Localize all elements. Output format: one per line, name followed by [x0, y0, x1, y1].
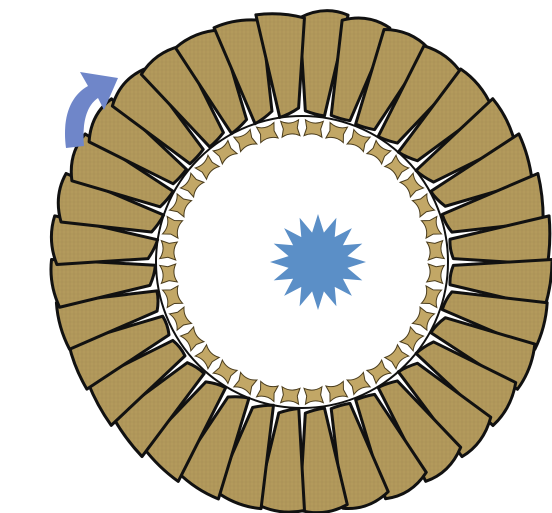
ring-connector: [163, 286, 183, 308]
ring-connector: [326, 123, 348, 143]
ring-connector: [170, 194, 192, 217]
ring-connector: [427, 241, 445, 260]
ring-connector: [257, 381, 279, 401]
ring-connector: [160, 241, 178, 260]
ring-connector: [163, 217, 183, 239]
ring-connector: [234, 130, 257, 152]
ring-connector: [347, 130, 370, 152]
ring-connector: [326, 381, 348, 401]
ring-connector: [234, 372, 257, 394]
ring-connector: [281, 120, 300, 138]
ring-connector: [170, 307, 192, 330]
ring-connector: [281, 387, 300, 405]
ring-connector: [421, 286, 441, 308]
ring-connector: [412, 194, 434, 217]
ring-connector: [427, 264, 445, 283]
ring-connector: [421, 217, 441, 239]
ring-connector: [160, 264, 178, 283]
ring-connector: [347, 372, 370, 394]
ring-connector: [257, 123, 279, 143]
star-burst-icon: [270, 214, 366, 310]
ring-connector: [304, 387, 323, 405]
ring-connector: [304, 120, 323, 138]
ring-connector: [412, 307, 434, 330]
